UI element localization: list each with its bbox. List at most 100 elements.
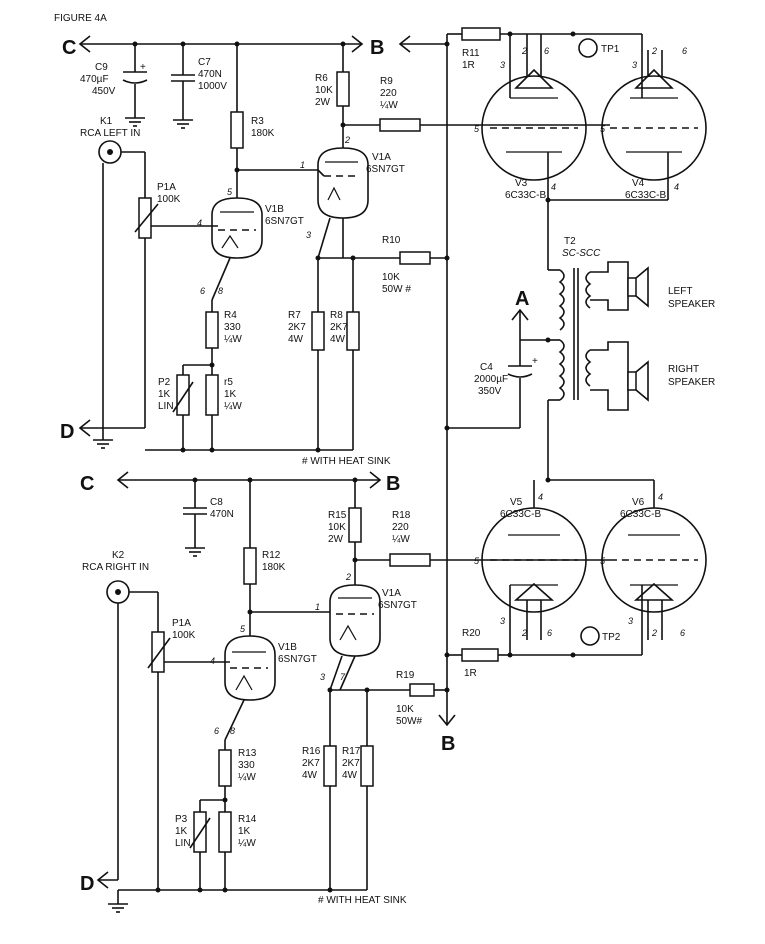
potentiometer-p3[interactable]: P3 1K LIN [175,800,211,890]
heatsink-note-upper: # WITH HEAT SINK [302,456,391,467]
svg-text:¼W: ¼W [380,99,398,111]
svg-text:7: 7 [340,672,346,682]
svg-text:P1A: P1A [157,182,176,193]
svg-text:LEFT: LEFT [668,286,692,297]
svg-text:3: 3 [320,672,325,682]
upper-output-wiring [486,124,668,270]
svg-text:V6: V6 [632,497,645,508]
svg-text:R20: R20 [462,628,481,639]
svg-text:1K: 1K [158,389,171,400]
svg-text:2000µF: 2000µF [474,374,508,385]
svg-text:2: 2 [344,135,350,145]
svg-text:6: 6 [680,628,685,638]
svg-text:2K7: 2K7 [330,322,348,333]
svg-text:R15: R15 [328,510,347,521]
svg-text:3: 3 [306,230,311,240]
svg-text:5: 5 [474,124,480,134]
resistor-r17: R17 2K7 4W [342,690,374,890]
svg-text:SC-SCC: SC-SCC [562,248,601,259]
resistor-r10: R10 10K 50W # [315,235,447,295]
svg-text:6: 6 [682,46,687,56]
svg-text:4: 4 [538,492,543,502]
svg-text:TP2: TP2 [602,632,621,643]
svg-text:180K: 180K [251,128,275,139]
svg-text:¼W: ¼W [392,533,410,545]
svg-text:180K: 180K [262,562,286,573]
heatsink-note-lower: # WITH HEAT SINK [318,895,407,906]
svg-text:¼W: ¼W [224,400,242,412]
svg-text:50W#: 50W# [396,716,423,727]
svg-text:R14: R14 [238,814,257,825]
svg-text:6: 6 [544,46,549,56]
power-triode-v3: V3 6C33C-B 3 2 6 5 4 [474,34,587,201]
triode-v1a-upper: V1A 6SN7GT 2 1 3 [300,135,405,259]
resistor-r20: R20 1R [444,628,510,679]
input-jack-k2[interactable]: K2 RCA RIGHT IN [82,550,158,880]
svg-text:6C33C-B: 6C33C-B [505,190,546,201]
svg-text:2K7: 2K7 [288,322,306,333]
test-point-tp1: TP1 [578,38,620,58]
svg-text:RIGHT: RIGHT [668,364,699,375]
svg-text:4W: 4W [330,334,346,345]
svg-text:350V: 350V [478,386,502,397]
lower-supply-rail: C B [80,471,400,495]
input-jack-k1[interactable]: K1 RCA LEFT IN [80,116,145,428]
svg-text:R3: R3 [251,116,264,127]
node-a: A [511,288,529,340]
resistor-r14: R14 1K ¼W [218,800,257,890]
svg-text:5: 5 [474,556,480,566]
potentiometer-p2[interactable]: P2 1K LIN [158,365,194,450]
svg-text:6C33C-B: 6C33C-B [620,509,661,520]
svg-text:1K: 1K [224,389,237,400]
svg-text:6: 6 [200,286,205,296]
svg-text:450V: 450V [92,86,116,97]
capacitor-c4: + C4 2000µF 350V [447,340,538,429]
svg-text:2: 2 [521,46,527,56]
svg-text:R11: R11 [462,48,480,59]
svg-text:470N: 470N [198,69,222,80]
power-triode-v4: V4 6C33C-B 3 2 6 5 4 [600,34,707,201]
svg-text:3: 3 [500,60,505,70]
svg-text:RCA RIGHT IN: RCA RIGHT IN [82,562,149,573]
svg-text:¼W: ¼W [238,771,256,783]
svg-text:6SN7GT: 6SN7GT [378,600,417,611]
svg-text:2: 2 [651,46,657,56]
svg-text:¼W: ¼W [224,333,242,345]
capacitor-c7: C7 470N 1000V [171,44,227,129]
svg-text:10K: 10K [382,272,400,283]
svg-text:3: 3 [632,60,637,70]
potentiometer-p1a-upper[interactable]: P1A 100K [134,152,218,428]
svg-text:A: A [515,288,529,310]
node-b-lower: B [386,473,400,495]
svg-text:R12: R12 [262,550,281,561]
svg-text:6SN7GT: 6SN7GT [278,654,317,665]
svg-text:6: 6 [547,628,552,638]
resistor-r11: R11 1R [461,27,642,71]
resistor-r6: R6 10K 2W [315,44,350,148]
svg-text:6: 6 [214,726,219,736]
triode-v1b-lower: V1B 6SN7GT 5 4 6 8 [210,624,317,741]
svg-text:SPEAKER: SPEAKER [668,377,715,388]
svg-text:V5: V5 [510,497,523,508]
svg-text:C8: C8 [210,497,223,508]
svg-text:10K: 10K [328,522,346,533]
svg-text:K2: K2 [112,550,125,561]
potentiometer-p1a-lower[interactable]: P1A 100K [147,592,230,890]
lower-output-wiring [507,477,654,658]
svg-text:+: + [140,62,146,73]
svg-text:6C33C-B: 6C33C-B [625,190,666,201]
svg-text:1: 1 [300,160,305,170]
svg-text:5: 5 [227,187,233,197]
power-triode-v5: V5 6C33C-B 4 5 3 2 6 [474,480,587,655]
node-b-upper: B [370,37,384,59]
svg-text:470µF: 470µF [80,74,109,85]
svg-text:1R: 1R [462,60,475,71]
triode-v1a-lower: V1A 6SN7GT 1 2 3 7 [315,572,417,691]
resistor-r7: R7 2K7 4W [288,258,325,450]
svg-text:4: 4 [210,656,215,666]
svg-text:R7: R7 [288,310,301,321]
svg-text:8: 8 [230,726,235,736]
resistor-r13: R13 330 ¼W [200,740,257,803]
svg-text:220: 220 [380,88,397,99]
upper-ground-bus: D # WITH HEAT SINK [60,419,391,467]
